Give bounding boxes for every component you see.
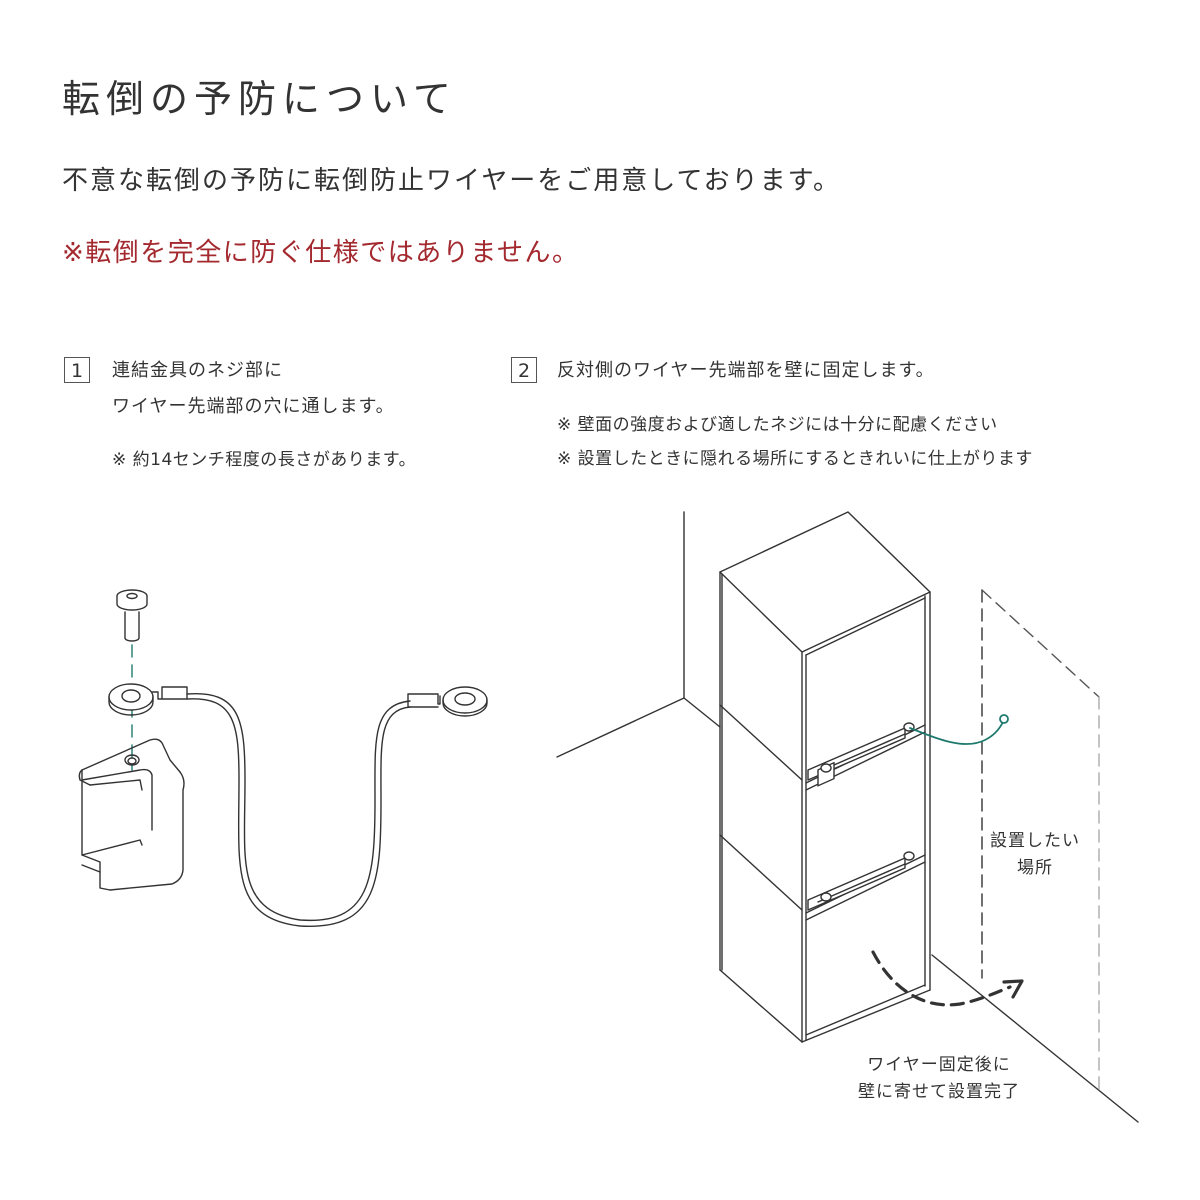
step-1-number: 1 xyxy=(64,357,90,383)
wire-terminal-right xyxy=(407,686,488,717)
room-corner xyxy=(556,511,1139,1123)
step-2: 2 xyxy=(511,357,537,383)
completion-label: ワイヤー固定後に 壁に寄せて設置完了 xyxy=(852,1052,1026,1106)
lead-text: 不意な転倒の予防に転倒防止ワイヤーをご用意しております。 xyxy=(62,166,842,196)
move-arrow-icon xyxy=(871,950,1024,1007)
wall-wire xyxy=(909,714,1009,745)
page-title: 転倒の予防について xyxy=(62,77,457,121)
wire-cable xyxy=(186,693,411,927)
step-2-line-1: 反対側のワイヤー先端部を壁に固定します。 xyxy=(557,360,935,381)
target-location-label: 設置したい 場所 xyxy=(982,828,1088,882)
connector-rail-lower xyxy=(807,851,915,911)
step-1-line-2: ワイヤー先端部の穴に通します。 xyxy=(112,396,395,417)
step-2-number: 2 xyxy=(511,357,537,383)
completion-line-1: ワイヤー固定後に xyxy=(867,1055,1011,1075)
connector-rail-upper xyxy=(807,722,915,787)
target-location-line-2: 場所 xyxy=(1017,858,1053,878)
bracket-icon xyxy=(78,738,185,891)
step-1-note-1: ※ 約14センチ程度の長さがあります。 xyxy=(112,450,417,470)
step-1: 1 xyxy=(64,357,90,383)
target-area-outline xyxy=(981,589,1100,1091)
step-2-note-1: ※ 壁面の強度および適したネジには十分に配慮ください xyxy=(557,415,998,435)
screw-icon xyxy=(116,589,148,642)
step-1-line-1: 連結金具のネジ部に xyxy=(112,360,283,381)
cabinet-icon xyxy=(719,511,931,1043)
wire-terminal-left xyxy=(108,683,188,716)
step-2-note-2: ※ 設置したときに隠れる場所にするときれいに仕上がります xyxy=(557,449,1033,469)
completion-line-2: 壁に寄せて設置完了 xyxy=(858,1082,1020,1102)
target-location-line-1: 設置したい xyxy=(990,831,1080,851)
warning-text: ※転倒を完全に防ぐ仕様ではありません。 xyxy=(62,238,580,268)
